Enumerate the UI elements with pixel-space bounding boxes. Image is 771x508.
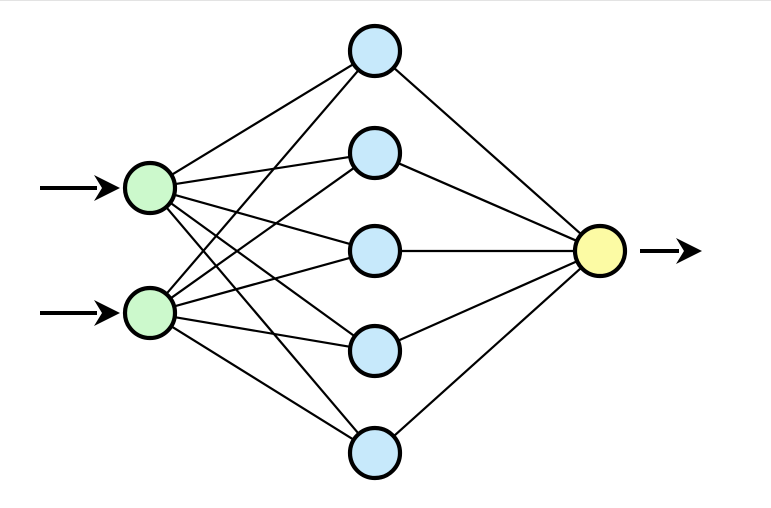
edge-i2-h2 [168,165,357,301]
node-i2[interactable] [122,285,178,341]
edges-group [164,62,584,442]
output-arrow-1-head [676,238,702,264]
output-arrow-1 [640,238,702,264]
edge-h2-o1 [395,161,580,243]
node-h4[interactable] [347,323,403,379]
edge-h1-o1 [391,65,584,237]
edge-i1-h1 [169,62,356,177]
output-layer [572,223,628,279]
io-arrows-group [40,175,702,326]
node-i1[interactable] [122,160,178,216]
edge-i2-h1 [164,67,361,297]
edge-i1-h5 [164,204,361,437]
node-h2[interactable] [347,125,403,181]
input-arrow-1 [40,175,120,201]
input-arrow-2-head [94,300,120,326]
edge-i2-h5 [168,324,357,442]
edge-i1-h3 [171,193,354,246]
node-h3[interactable] [347,223,403,279]
input-arrow-2 [40,300,120,326]
edge-i2-h4 [172,315,353,349]
edge-i2-h3 [171,256,354,308]
node-o1[interactable] [572,223,628,279]
input-arrow-1-head [94,175,120,201]
edge-i1-h2 [172,155,353,186]
edge-h5-o1 [391,265,584,439]
edge-h4-o1 [395,259,580,343]
input-layer [122,160,178,341]
node-h1[interactable] [347,23,403,79]
edge-i1-h4 [167,200,358,339]
node-h5[interactable] [347,425,403,481]
nodes-group [122,23,628,481]
hidden-layer [347,23,403,481]
